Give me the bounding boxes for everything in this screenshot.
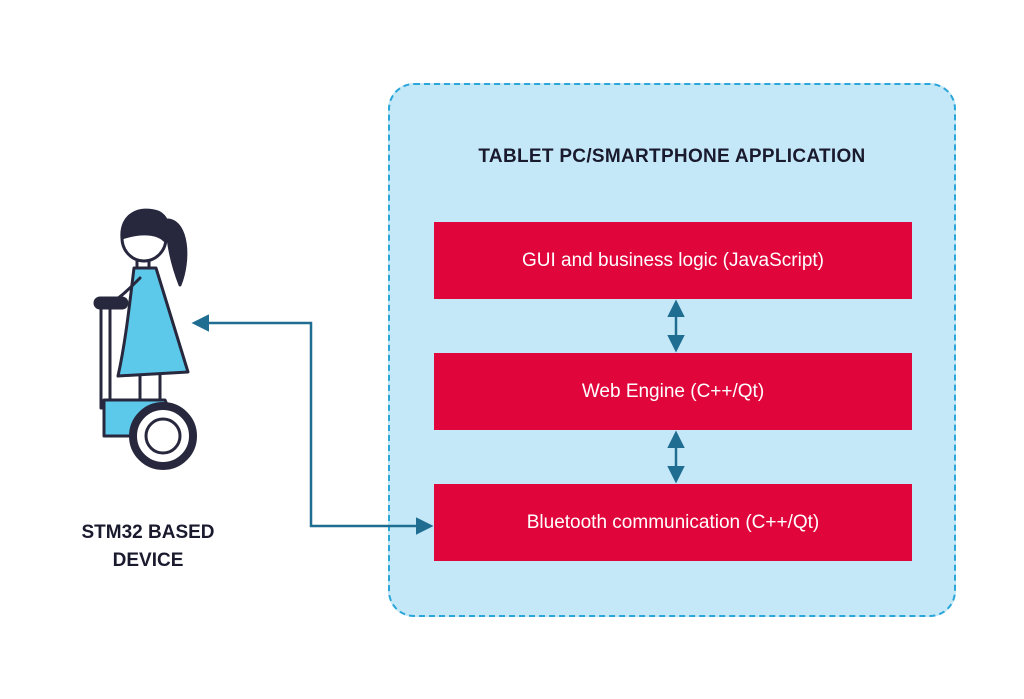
layer-label: Web Engine (C++/Qt) xyxy=(581,380,765,402)
layer-label: GUI and business logic (JavaScript) xyxy=(521,249,824,271)
device-label-line1: STM32 BASED xyxy=(81,522,215,543)
bluetooth-communication-layer: Bluetooth communication (C++/Qt) xyxy=(434,484,912,561)
device-label: STM32 BASED DEVICE xyxy=(48,519,248,575)
girl-on-segway-icon xyxy=(93,208,197,470)
application-title: TABLET PC/SMARTPHONE APPLICATION xyxy=(478,146,866,167)
gui-business-logic-layer: GUI and business logic (JavaScript) xyxy=(434,222,912,299)
device-bluetooth-link-arrow xyxy=(191,314,434,535)
web-engine-layer: Web Engine (C++/Qt) xyxy=(434,353,912,430)
layer-label: Bluetooth communication (C++/Qt) xyxy=(526,511,820,533)
device-label-line2: DEVICE xyxy=(112,550,184,571)
